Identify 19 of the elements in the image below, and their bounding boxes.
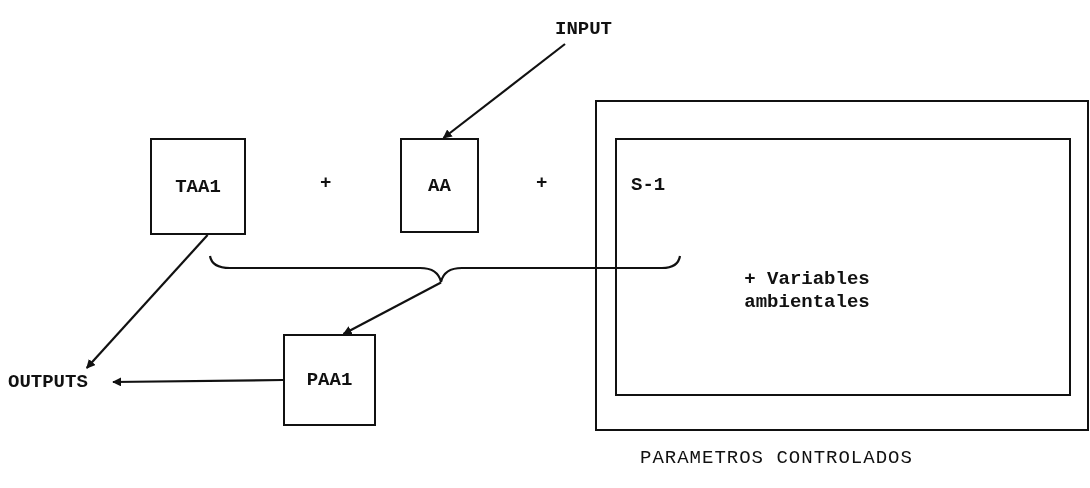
arrow — [442, 43, 566, 139]
arrow — [342, 281, 442, 335]
panel-caption: PARAMETROS CONTROLADOS — [640, 447, 913, 470]
curly-brace — [208, 254, 682, 284]
text-label: OUTPUTS — [8, 368, 113, 396]
process-box — [150, 138, 246, 235]
plus-sign: + — [536, 172, 548, 195]
text-label: INPUT — [555, 14, 655, 44]
plus-sign: + — [320, 172, 332, 195]
box-label: PAA1 — [305, 368, 354, 392]
process-box — [400, 138, 479, 233]
box-note: + Variables ambientales — [743, 268, 871, 314]
inner-box — [615, 138, 1071, 396]
box-label: AA — [427, 174, 452, 197]
arrow — [112, 377, 283, 387]
process-box — [283, 334, 376, 426]
arrow — [85, 234, 209, 369]
box-label: S-1 — [631, 174, 666, 197]
box-label: TAA1 — [174, 175, 222, 198]
